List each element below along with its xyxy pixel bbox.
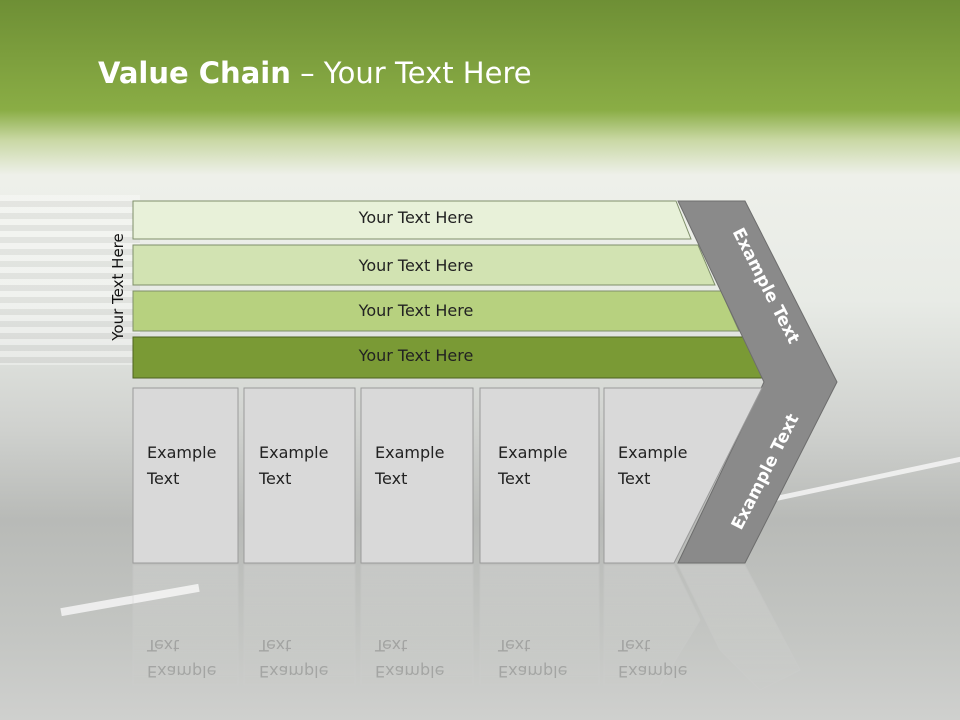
bar-2: [132, 244, 716, 286]
background-motion-blur: [0, 195, 140, 365]
box-4: [479, 387, 600, 564]
box-5: [603, 387, 763, 564]
bar-2-label: Your Text Here: [358, 256, 474, 275]
bar-1-label: Your Text Here: [358, 208, 474, 227]
bar-4-label: Your Text Here: [358, 346, 474, 365]
bar-3: [132, 290, 740, 332]
box-1: [132, 387, 239, 564]
box-3: [360, 387, 474, 564]
slide-title: Value Chain – Your Text Here: [98, 56, 532, 90]
bar-1: [132, 200, 692, 240]
chevron-arrow: [677, 200, 838, 564]
reflection: [132, 564, 801, 691]
box-2: [243, 387, 356, 564]
bar-3-label: Your Text Here: [358, 301, 474, 320]
